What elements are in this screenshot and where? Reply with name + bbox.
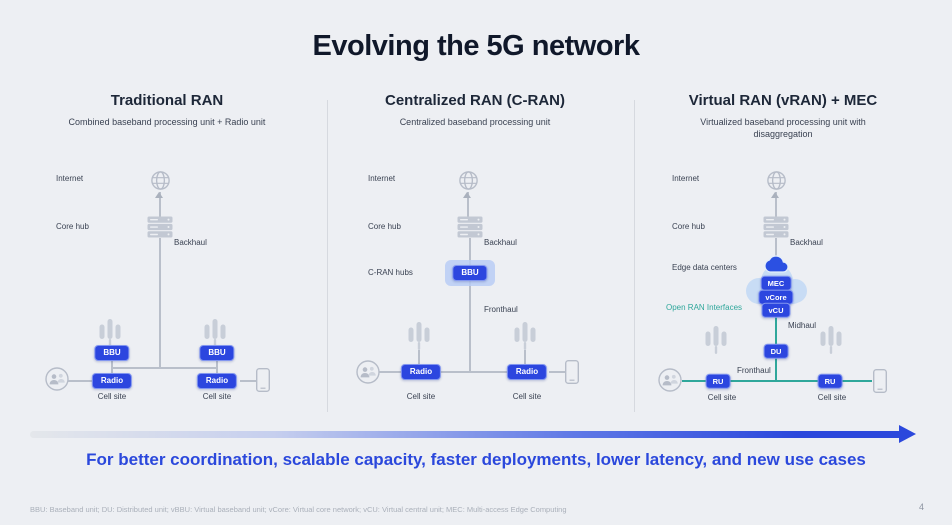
uplink-line	[775, 192, 777, 217]
globe-icon	[150, 170, 171, 191]
edge-data-centers-label: Edge data centers	[672, 263, 737, 272]
bbu-badge: BBU	[199, 345, 235, 361]
panel-divider	[327, 100, 328, 412]
cell-stack-line	[418, 350, 420, 366]
cell-tower-icon	[203, 317, 227, 347]
users-icon	[45, 367, 69, 391]
radio-badge: Radio	[196, 373, 238, 389]
page-title: Evolving the 5G network	[312, 30, 640, 62]
backhaul-line	[775, 238, 777, 264]
globe-icon	[766, 170, 787, 191]
panel-subtitle: Virtualized baseband processing unit wit…	[700, 117, 866, 139]
cell-site-label: Cell site	[707, 393, 737, 402]
page-number: 4	[918, 502, 924, 512]
cell-stack-line	[111, 347, 113, 383]
core-hub-label: Core hub	[368, 222, 401, 231]
user-link-line	[379, 371, 403, 373]
up-arrow-icon	[155, 192, 163, 198]
core-hub-icon	[763, 216, 789, 238]
internet-label: Internet	[672, 174, 700, 183]
cell-tower-icon	[704, 324, 728, 354]
cell-site-label: Cell site	[817, 393, 847, 402]
device-link-line	[549, 371, 567, 373]
bbu-badge: BBU	[94, 345, 130, 361]
smartphone-icon	[872, 368, 888, 394]
open-ran-interfaces-label: Open RAN Interfaces	[666, 303, 743, 312]
fronthaul-line	[682, 380, 872, 382]
uplink-line	[467, 192, 469, 217]
bbu-badge: BBU	[452, 265, 488, 281]
panel-virtual-ran-mec: Virtual RAN (vRAN) + MEC Virtualized bas…	[638, 92, 928, 422]
mec-badge: MEC	[760, 275, 792, 291]
panel-subtitle: Combined baseband processing unit + Radi…	[68, 117, 266, 127]
cell-tower-icon	[98, 317, 122, 347]
fronthaul-label: Fronthaul	[484, 305, 518, 314]
panel-centralized-ran: Centralized RAN (C-RAN) Centralized base…	[330, 92, 620, 422]
cell-branch-line	[112, 367, 217, 369]
evolution-arrow-head-icon	[899, 425, 916, 443]
evolution-arrow-bar	[30, 431, 902, 438]
backhaul-label: Backhaul	[790, 238, 823, 247]
backhaul-line	[159, 238, 161, 368]
cell-stack-line	[216, 347, 218, 383]
users-icon	[658, 368, 682, 392]
midhaul-label: Midhaul	[788, 321, 817, 330]
du-badge: DU	[763, 343, 789, 359]
smartphone-icon	[255, 367, 271, 393]
panel-traditional-ran: Traditional RAN Combined baseband proces…	[22, 92, 312, 422]
backhaul-line	[469, 238, 471, 372]
fronthaul-label: Fronthaul	[737, 366, 771, 375]
globe-icon	[458, 170, 479, 191]
cell-site-label: Cell site	[97, 392, 127, 401]
midhaul-line	[775, 316, 777, 346]
cell-tower-icon	[819, 324, 843, 354]
mec-cloud-icon	[764, 252, 789, 276]
core-hub-label: Core hub	[672, 222, 705, 231]
ru-badge: RU	[705, 373, 731, 389]
internet-label: Internet	[56, 174, 84, 183]
core-hub-icon	[147, 216, 173, 238]
radio-badge: Radio	[400, 364, 442, 380]
radio-badge: Radio	[506, 364, 548, 380]
panel-divider	[634, 100, 635, 412]
uplink-line	[159, 192, 161, 217]
fronthaul-line	[775, 356, 777, 381]
users-icon	[356, 360, 380, 384]
cell-site-label: Cell site	[202, 392, 232, 401]
cran-hubs-label: C-RAN hubs	[368, 268, 413, 277]
user-link-line	[68, 380, 94, 382]
up-arrow-icon	[771, 192, 779, 198]
cell-tower-icon	[513, 320, 537, 350]
up-arrow-icon	[463, 192, 471, 198]
ru-badge: RU	[817, 373, 843, 389]
cell-site-label: Cell site	[406, 392, 436, 401]
backhaul-label: Backhaul	[174, 238, 207, 247]
panel-title: Centralized RAN (C-RAN)	[385, 92, 565, 109]
cell-site-label: Cell site	[512, 392, 542, 401]
tagline: For better coordination, scalable capaci…	[86, 450, 866, 469]
radio-badge: Radio	[91, 373, 133, 389]
backhaul-label: Backhaul	[484, 238, 517, 247]
core-hub-icon	[457, 216, 483, 238]
panel-subtitle: Centralized baseband processing unit	[399, 117, 551, 127]
footer-legend: BBU: Baseband unit; DU: Distributed unit…	[30, 505, 567, 514]
smartphone-icon	[564, 359, 580, 385]
panel-title: Virtual RAN (vRAN) + MEC	[688, 92, 878, 109]
vcu-badge: vCU	[761, 302, 791, 318]
core-hub-label: Core hub	[56, 222, 89, 231]
cell-tower-icon	[407, 320, 431, 350]
panel-title: Traditional RAN	[110, 92, 224, 109]
cell-stack-line	[524, 350, 526, 366]
cell-branch-line	[421, 371, 527, 373]
device-link-line	[240, 380, 260, 382]
internet-label: Internet	[368, 174, 396, 183]
